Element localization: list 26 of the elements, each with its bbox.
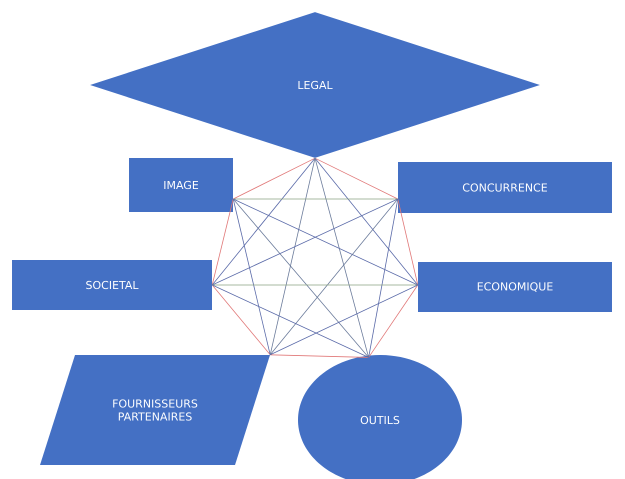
connector-line — [232, 198, 370, 358]
process-box: ECONOMIQUE — [418, 262, 612, 312]
connector-line — [314, 158, 418, 286]
connector-line — [270, 158, 316, 356]
connector-line — [212, 284, 271, 356]
connector-line — [212, 198, 398, 286]
process-box: SOCIETAL — [12, 260, 212, 310]
connector-line — [270, 284, 418, 356]
connector-line — [314, 158, 370, 358]
process-box: IMAGE — [129, 158, 233, 212]
process-box: CONCURRENCE — [398, 162, 612, 213]
connector-line — [314, 158, 398, 200]
connector-line — [397, 198, 418, 286]
connector-line — [212, 284, 418, 286]
connector-line — [270, 354, 370, 358]
connector-line — [368, 284, 418, 358]
connector-line — [212, 198, 234, 286]
parallelogram-box: FOURNISSEURS PARTENAIRES — [40, 355, 270, 465]
connector-line — [232, 198, 271, 356]
connector-line — [232, 198, 398, 200]
connector-line — [212, 158, 316, 286]
connector-line — [368, 198, 398, 358]
connector-line — [270, 198, 398, 356]
connector-line — [232, 198, 418, 286]
connector-line — [232, 158, 316, 200]
connector-line — [212, 284, 370, 358]
